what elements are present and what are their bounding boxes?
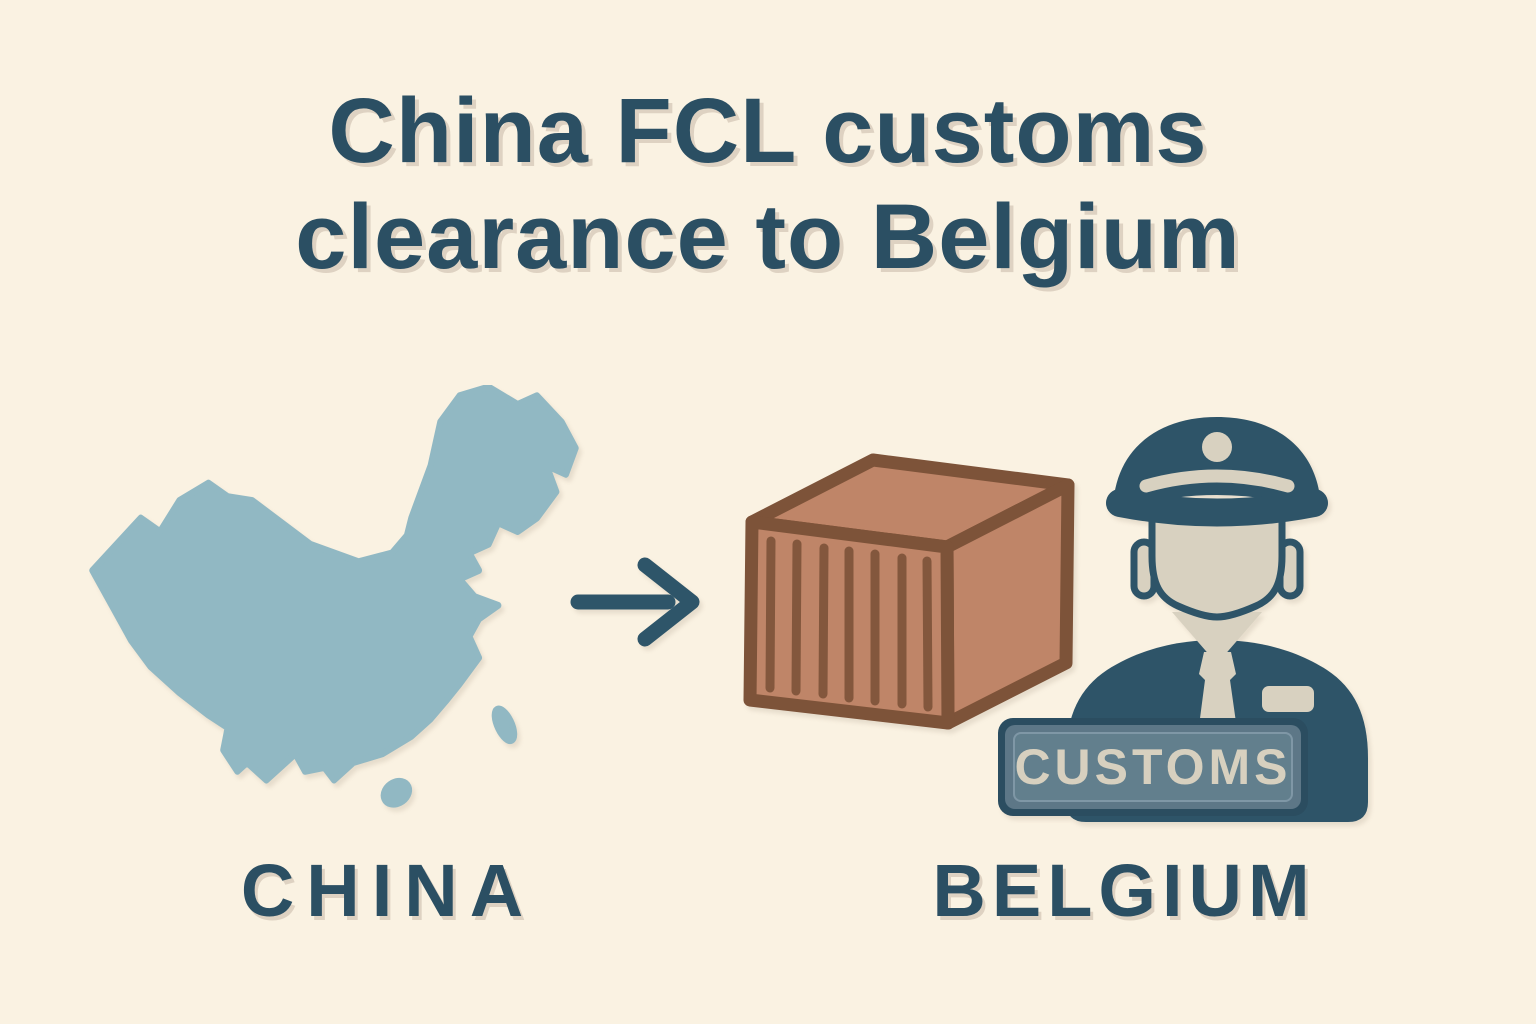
taiwan-island-shape (491, 705, 518, 745)
customs-sign-text: CUSTOMS (1014, 739, 1291, 795)
officer-collar (1172, 612, 1262, 661)
officer-cap (1113, 417, 1321, 512)
china-mainland-shape (89, 385, 579, 784)
customs-sign-inner-line (1013, 732, 1293, 802)
page-title-line2: clearance to Belgium (295, 186, 1241, 288)
customs-sign: CUSTOMS (998, 718, 1308, 816)
officer-cap-brim (1106, 489, 1328, 527)
container-ribs (765, 536, 933, 712)
officer-cap-stripe (1139, 469, 1295, 493)
flow-arrow-icon (570, 557, 700, 647)
page-title: China FCL customs clearance to Belgium (0, 78, 1536, 290)
customs-officer-icon: CUSTOMS (998, 417, 1368, 822)
arrow-head (637, 557, 700, 647)
officer-cap-button (1202, 432, 1232, 462)
page-title-line1: China FCL customs (328, 80, 1208, 182)
china-map-icon (89, 385, 579, 808)
destination-label: BELGIUM (932, 849, 1316, 932)
origin-label: CHINA (240, 849, 536, 932)
shipping-container-icon (743, 453, 1075, 730)
hainan-island-shape (380, 777, 413, 808)
officer-badge (1262, 686, 1314, 712)
